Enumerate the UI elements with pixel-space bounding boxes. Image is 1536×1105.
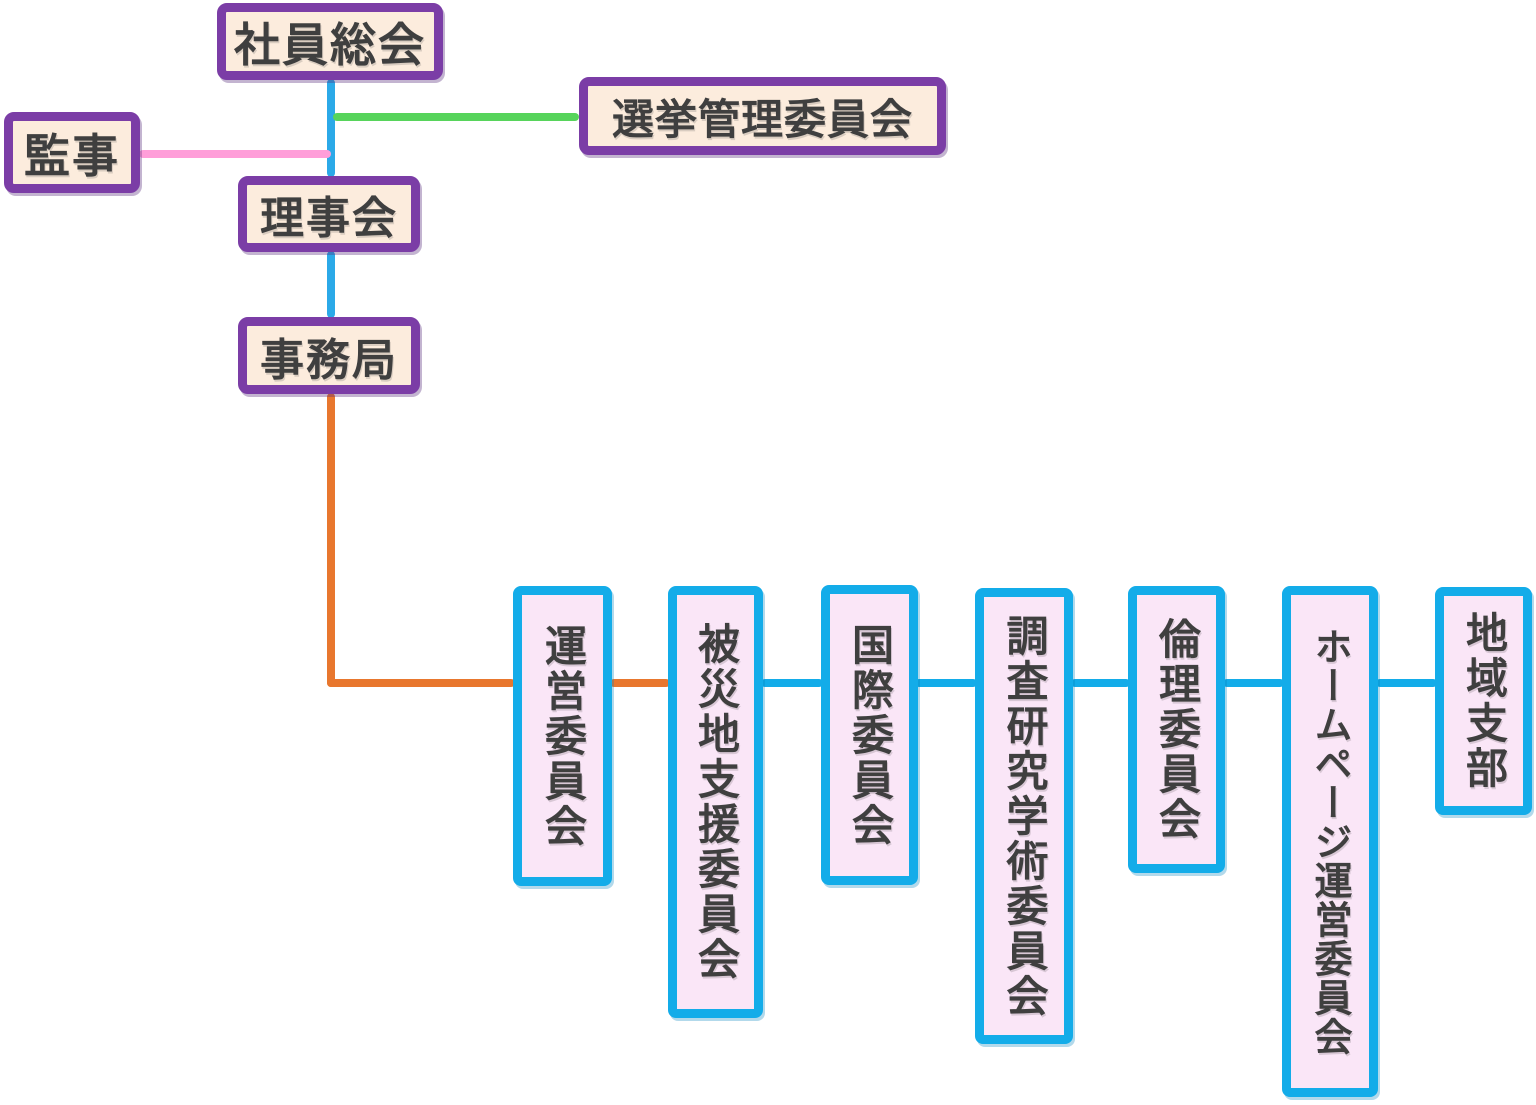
connector-general-meeting-to-board [327,79,335,177]
connector-international-to-research [915,679,977,687]
connector-secretariat-to-steering [327,679,515,687]
node-steering-committee: 運営委員会 [513,586,612,886]
node-regional-branch-label: 地域支部 [1459,611,1509,791]
node-board: 理事会 [238,176,420,252]
node-election-committee-label: 選挙管理委員会 [611,94,913,144]
node-research-academic-committee-label: 調査研究学術委員会 [1000,613,1049,1019]
connector-to-election-committee [333,113,579,121]
node-ethics-committee-label: 倫理委員会 [1152,617,1202,842]
node-general-meeting-label: 社員総会 [234,17,426,72]
node-auditor-label: 監事 [24,128,120,183]
connector-steering-to-disaster-support [610,679,670,687]
node-website-committee: ホームページ運営委員会 [1282,586,1378,1097]
connector-website-to-regional-branch [1376,679,1437,687]
connector-secretariat-down [327,393,335,687]
node-website-committee-label: ホームページ運営委員会 [1308,627,1352,1056]
node-international-committee-label: 国際委員会 [845,622,895,848]
node-secretariat-label: 事務局 [260,334,398,386]
connector-auditor-to-trunk [139,150,331,158]
node-general-meeting: 社員総会 [217,3,443,80]
node-auditor: 監事 [4,112,140,193]
node-regional-branch: 地域支部 [1435,587,1532,815]
node-disaster-support-committee: 被災地支援委員会 [668,586,763,1018]
node-election-committee: 選挙管理委員会 [579,77,946,155]
node-steering-committee-label: 運営委員会 [538,623,588,849]
node-international-committee: 国際委員会 [821,585,918,885]
node-board-label: 理事会 [260,193,398,244]
connector-research-to-ethics [1071,679,1130,687]
node-secretariat: 事務局 [238,317,420,394]
node-disaster-support-committee-label: 被災地支援委員会 [691,622,741,982]
connector-ethics-to-website [1223,679,1284,687]
connector-board-to-secretariat [327,251,335,318]
node-ethics-committee: 倫理委員会 [1128,586,1225,873]
node-research-academic-committee: 調査研究学術委員会 [975,588,1073,1044]
connector-disaster-support-to-international [761,679,823,687]
